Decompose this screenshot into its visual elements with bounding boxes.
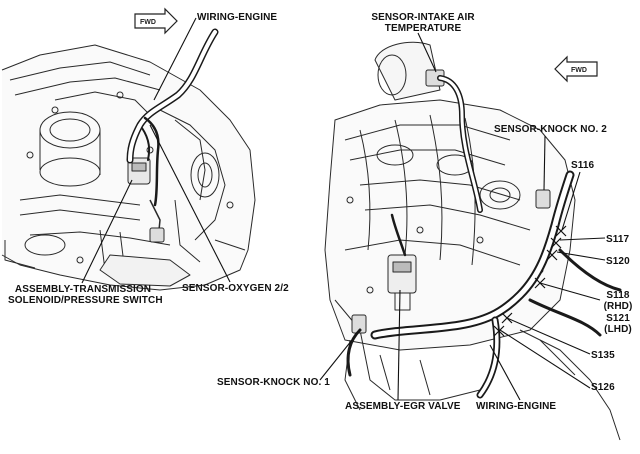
label-s121-line1: S121 — [606, 313, 630, 324]
leader-knock-sensor-2 — [543, 135, 546, 191]
label-s126: S126 — [591, 382, 615, 393]
label-s120: S120 — [606, 256, 630, 267]
leader-s116 — [561, 171, 581, 231]
label-s118-line2: (RHD) — [603, 301, 633, 312]
splice-s118-marker — [534, 277, 546, 289]
label-knock-sensor-2: SENSOR-KNOCK NO. 2 — [494, 124, 607, 135]
label-transmission-switch-line2: SOLENOID/PRESSURE SWITCH — [8, 295, 163, 306]
splice-s117-marker — [550, 237, 562, 249]
leader-s120 — [556, 251, 606, 261]
fwd-arrow-right: FWD — [554, 55, 598, 83]
label-s118-line1: S118 — [606, 290, 630, 301]
leader-intake-air-temp — [417, 32, 437, 73]
left-leader-lines — [81, 17, 231, 284]
label-s135: S135 — [591, 350, 615, 361]
right-wiring-harness — [346, 75, 622, 399]
splice-markers — [493, 225, 567, 337]
leader-s117 — [559, 237, 606, 241]
splice-s116-marker — [555, 225, 567, 237]
leader-s118-s121 — [539, 282, 601, 301]
engine-illustration — [324, 41, 621, 441]
leader-oxygen-sensor — [149, 124, 231, 283]
label-transmission-switch: ASSEMBLY-TRANSMISSION SOLENOID/PRESSURE … — [8, 284, 163, 306]
leader-knock-sensor-1 — [319, 329, 361, 381]
leader-s126 — [499, 329, 591, 389]
label-egr-valve: ASSEMBLY-EGR VALVE — [345, 401, 461, 412]
fwd-label-right: FWD — [571, 67, 587, 74]
splice-s126-marker — [493, 325, 505, 337]
left-wiring-harness — [126, 28, 219, 207]
label-s116: S116 — [571, 160, 595, 171]
label-intake-air-temp-line1: SENSOR-INTAKE AIR — [371, 12, 475, 23]
transmission-illustration — [1, 44, 256, 291]
leader-s135 — [506, 317, 591, 355]
label-knock-sensor-1: SENSOR-KNOCK NO. 1 — [217, 377, 330, 388]
leader-wiring-engine-left — [153, 17, 197, 101]
label-wiring-engine-right: WIRING-ENGINE — [476, 401, 557, 412]
leader-transmission-switch — [81, 179, 133, 284]
splice-s135-marker — [501, 312, 513, 324]
leader-wiring-engine-right — [489, 344, 521, 401]
label-intake-air-temp-line2: TEMPERATURE — [384, 23, 462, 34]
label-intake-air-temp: SENSOR-INTAKE AIR TEMPERATURE — [368, 12, 478, 34]
fwd-arrow-left: FWD — [134, 7, 178, 35]
label-oxygen-sensor: SENSOR-OXYGEN 2/2 — [182, 283, 289, 294]
label-transmission-switch-line1: ASSEMBLY-TRANSMISSION — [14, 284, 152, 295]
label-wiring-engine-left: WIRING-ENGINE — [197, 12, 278, 23]
right-leader-lines — [319, 32, 606, 401]
label-s117: S117 — [606, 234, 630, 245]
label-s118: S118 (RHD) — [601, 290, 635, 312]
label-s121: S121 (LHD) — [601, 313, 635, 335]
fwd-label-left: FWD — [140, 19, 156, 26]
leader-egr-valve — [397, 289, 401, 401]
splice-s120-marker — [546, 249, 558, 261]
label-s121-line2: (LHD) — [604, 324, 632, 335]
